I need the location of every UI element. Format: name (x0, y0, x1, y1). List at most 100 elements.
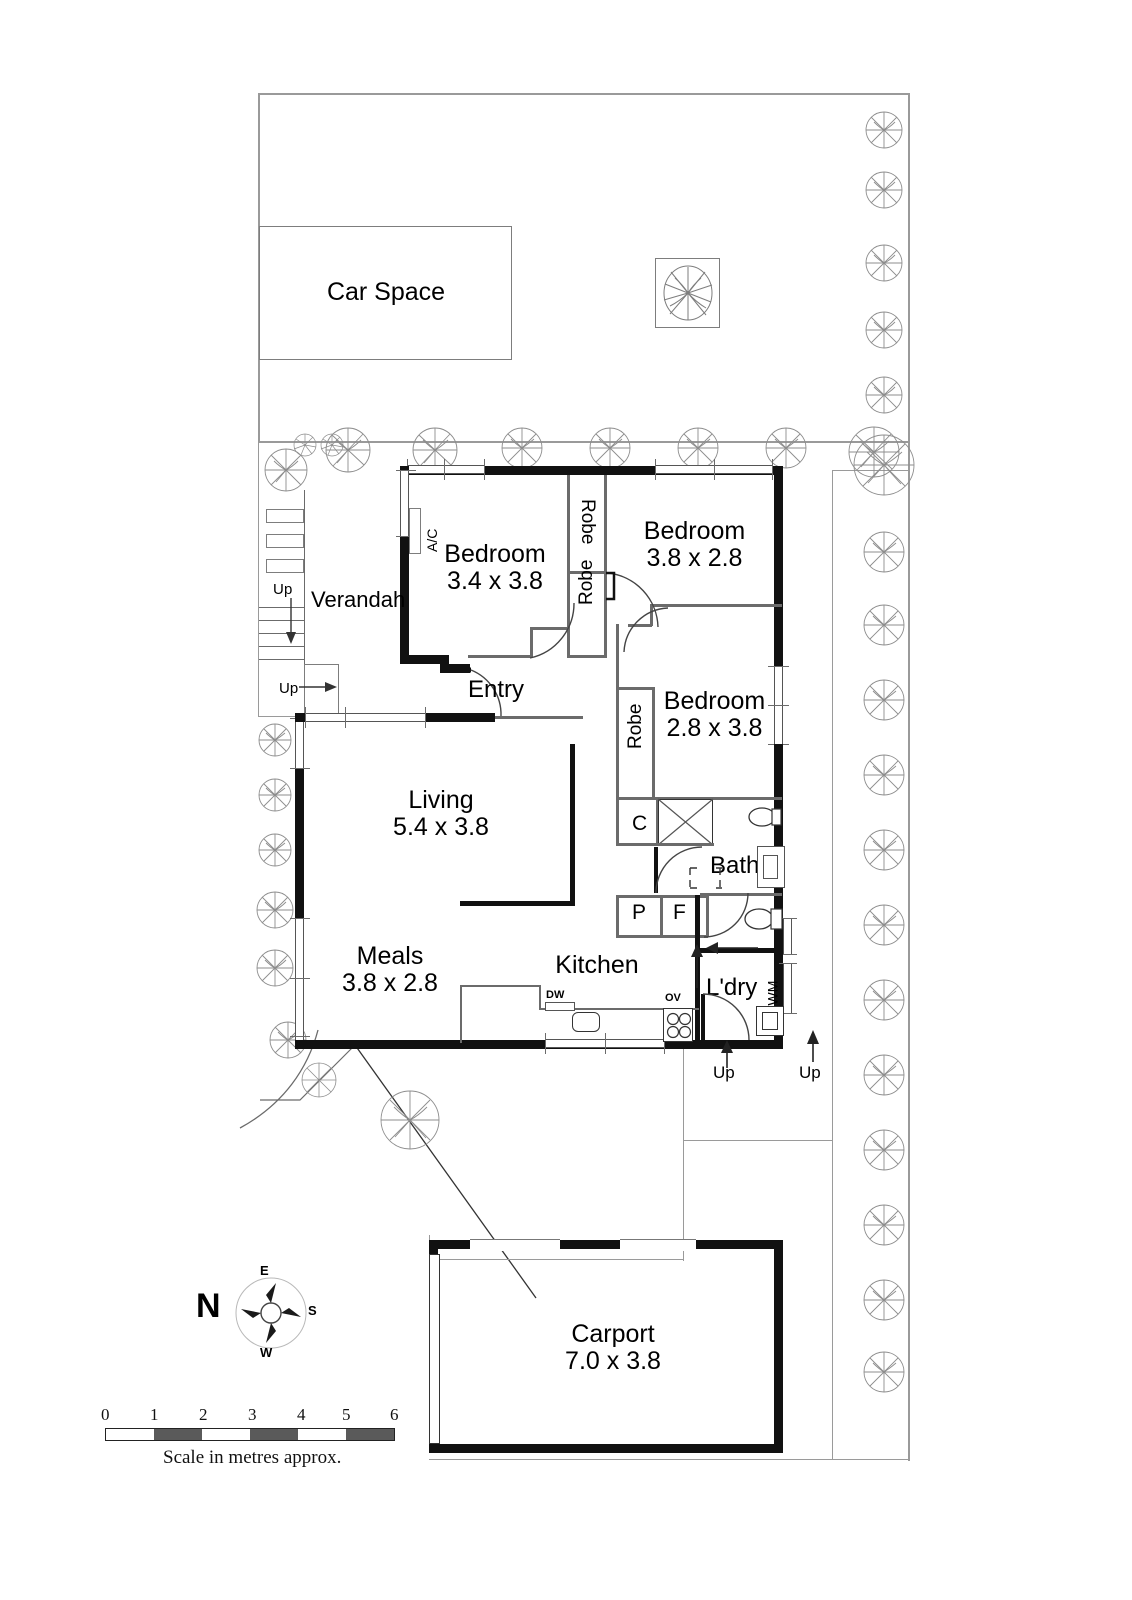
room-name: Kitchen (555, 951, 639, 979)
room-label-carport: Carport 7.0 x 3.8 (523, 1321, 703, 1375)
scale-segment-0 (106, 1429, 154, 1440)
window-tick-entry-1 (345, 707, 347, 728)
wall-bed2-south (650, 604, 782, 607)
robe-label-1: Robe (577, 499, 598, 545)
room-name: Bedroom (643, 517, 746, 545)
dishwasher-box (545, 1002, 575, 1011)
window-tick-south-2 (605, 1033, 607, 1054)
carport-wall-left-top (429, 1240, 438, 1256)
site-line-left-716 (258, 716, 304, 718)
closet-c-box-left (616, 799, 619, 845)
room-name: Car Space (326, 278, 446, 306)
wall-bed1-east-bottom (468, 655, 532, 658)
carport-wall-top (429, 1240, 783, 1249)
room-dims: 2.8 x 3.8 (666, 714, 763, 742)
kitchen-direction-arrow (691, 944, 703, 988)
wall-bed2-south-step (650, 604, 653, 626)
closet-c-box-right (656, 799, 659, 845)
room-label-bedroom-2: Bedroom 3.8 x 2.8 (602, 518, 787, 572)
stair-label-up-1: Up (273, 581, 293, 598)
site-line-right-470 (832, 470, 909, 472)
ac-unit-box (409, 508, 421, 554)
verandah-panel-2 (266, 534, 304, 548)
site-boundary-diagonal (260, 1044, 537, 1299)
pantry-box-bottom (616, 935, 708, 938)
window-tick-3 (655, 459, 657, 480)
wall-west-living (295, 713, 304, 1049)
scale-tick-0: 0 (101, 1405, 110, 1424)
bed2-door-arc (606, 571, 659, 628)
step-line-4 (259, 646, 304, 648)
scale-segment-5 (346, 1429, 394, 1440)
room-label-bath: Bath (710, 852, 760, 879)
room-dims: 3.8 x 2.8 (342, 969, 438, 997)
site-boundary-left-lower (258, 441, 260, 716)
step-direction-arrow-right (299, 682, 337, 692)
wall-bed2-south-step2 (628, 624, 652, 627)
living-arch-horizontal (460, 901, 575, 906)
compass-south-label: S (308, 1303, 317, 1318)
tree-row-front (264, 426, 900, 492)
window-tick-west-5 (290, 1036, 310, 1038)
wall-bed1-west (400, 466, 409, 663)
step-line-2 (259, 620, 304, 622)
window-tick-east-2 (768, 705, 789, 707)
window-tick-2 (714, 459, 716, 480)
room-name: Entry (468, 676, 525, 703)
wall-bed3-south (616, 797, 782, 800)
bed3-door-arc (623, 607, 669, 653)
window-living-west (295, 718, 304, 768)
scale-tick-4: 4 (297, 1405, 306, 1424)
kitchen-bench-line (539, 1008, 699, 1010)
carport-wall-bottom (429, 1444, 783, 1453)
scale-segment-1 (154, 1429, 202, 1440)
carport-opening-left (429, 1254, 440, 1444)
sink-box (572, 1012, 600, 1032)
step-direction-arrow-down (286, 598, 296, 644)
scale-segment-4 (298, 1429, 346, 1440)
ldry-up-arrow (721, 1040, 733, 1068)
laundry-trough-inner (762, 1012, 778, 1030)
room-name: Verandah (311, 587, 406, 612)
wall-front-top (400, 466, 782, 475)
wall-entry-front-extension (495, 716, 583, 719)
wall-hall-vert (695, 953, 700, 1041)
compass-north-label: N (196, 1287, 221, 1325)
wall-shower-bottom (656, 843, 714, 846)
compass-rose-icon (235, 1277, 307, 1349)
living-arch-vertical (570, 744, 575, 906)
fixture-label-dw: DW (546, 989, 565, 1001)
site-boundary-top (258, 93, 910, 95)
stair-label-up-3: Up (713, 1063, 735, 1082)
window-bed1-west (400, 470, 409, 536)
window-tick-east-5 (779, 954, 797, 956)
window-tick-east-4 (779, 918, 797, 920)
hall-direction-arrow (706, 942, 758, 954)
car-space-box (259, 226, 512, 360)
room-label-living: Living 5.4 x 3.8 (351, 787, 531, 841)
window-tick-entry-3 (425, 707, 427, 728)
site-line-vertical-mid-lower (683, 1046, 685, 1261)
wall-robe-upper-left (567, 475, 570, 573)
step-line-1 (259, 607, 304, 609)
room-name: Living (408, 786, 474, 814)
room-name: Bedroom (444, 540, 546, 568)
scale-segment-2 (202, 1429, 250, 1440)
basin-icon (748, 807, 782, 827)
site-line-upper-bottom (258, 441, 910, 443)
scale-caption: Scale in metres approx. (163, 1447, 342, 1468)
closet-c-box-bottom (616, 843, 660, 846)
wall-hall-north (700, 948, 782, 953)
room-name: Bedroom (663, 687, 766, 715)
room-dims: 3.4 x 3.8 (447, 567, 543, 595)
window-tick-6 (484, 459, 486, 480)
verandah-panel-1 (266, 509, 304, 523)
room-dims: 7.0 x 3.8 (565, 1347, 661, 1375)
wall-bath-south (700, 893, 782, 896)
wall-bed1-south (400, 655, 448, 664)
wall-bed3-robe-right (652, 687, 655, 799)
bed1-door-arc (529, 602, 575, 659)
room-name: Meals (356, 942, 424, 970)
room-label-entry: Entry (468, 676, 524, 703)
